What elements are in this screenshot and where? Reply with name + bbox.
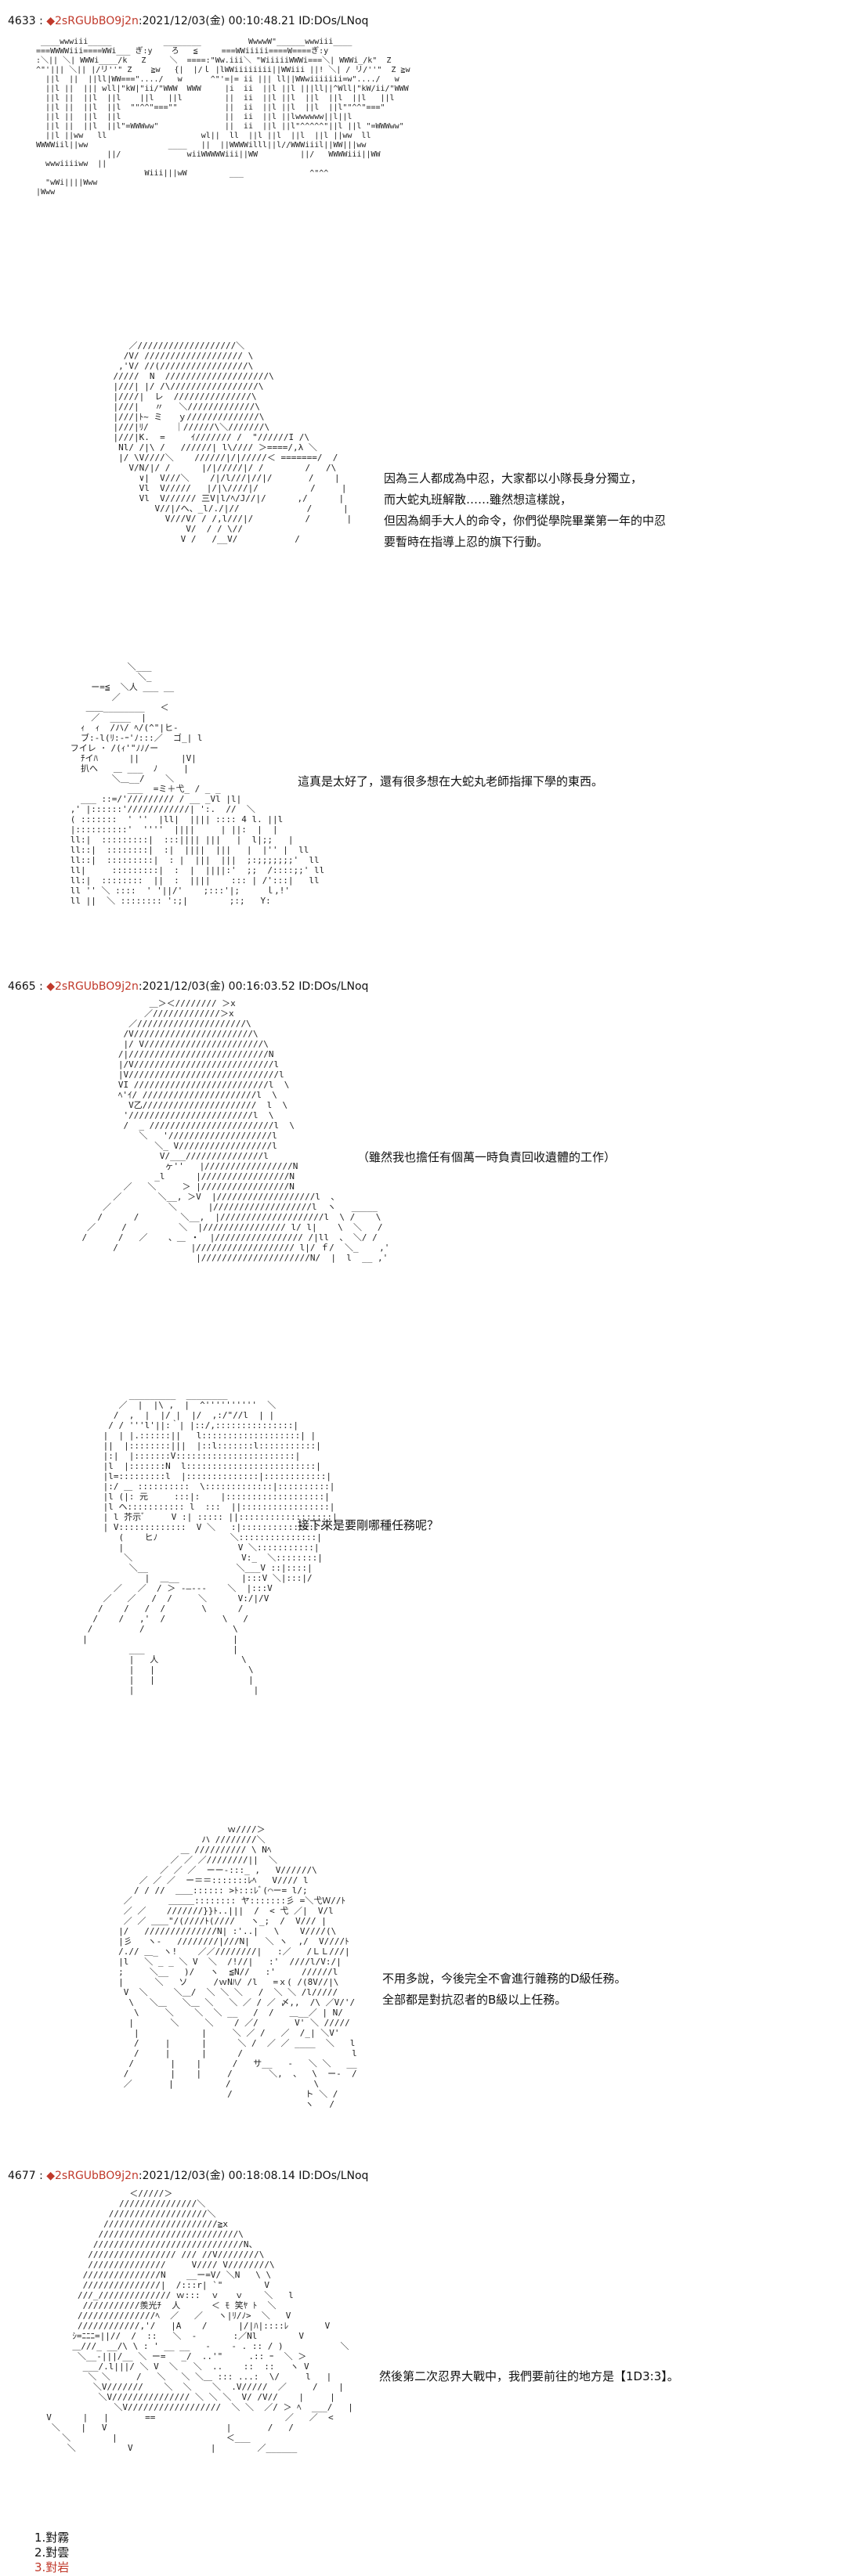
post-trip[interactable]: ◆2sRGUbBO9j2n bbox=[46, 980, 139, 993]
post-number: 4677 : bbox=[8, 2170, 43, 2182]
ascii-art-character-2: ＼___ ＼_ ー=≦ ＼人 ___ __ ／ ＿＿________ ＜ ／ _… bbox=[70, 662, 325, 906]
choice-list: 1.對霧 2.對雲 3.對岩 bbox=[34, 2531, 69, 2575]
post-trip[interactable]: ◆2sRGUbBO9j2n bbox=[46, 2170, 139, 2182]
ascii-art-character-6: ＜/////＞ ///////////////＼ ///////////////… bbox=[46, 2188, 353, 2453]
post-header-3: 4677 : ◆2sRGUbBO9j2n:2021/12/03(金) 00:18… bbox=[8, 2167, 368, 2183]
dialog-1: 因為三人都成為中忍，大家都以小隊長身分獨立， 而大蛇丸班解散……雖然想這樣說， … bbox=[384, 471, 667, 549]
post-meta: :2021/12/03(金) 00:16:03.52 ID:DOs/LNoq bbox=[138, 980, 369, 993]
dialog-3: （雖然我也擔任有個萬一時負責回收遺體的工作） bbox=[357, 1150, 616, 1164]
post-header-1: 4633 : ◆2sRGUbBO9j2n:2021/12/03(金) 00:10… bbox=[8, 13, 368, 28]
ascii-art-character-3: ＿＞＜//////// ＞x ／/////////////＞x ／///////… bbox=[81, 998, 390, 1263]
ascii-art-title-logo: ____wwwiii_____ ________ WwwwW"______www… bbox=[36, 38, 410, 197]
ascii-art-character-5: ｗ////＞ ハ ////////＼ ＿ ////////// \ Nﾍ ／ ／… bbox=[118, 1824, 357, 2109]
ascii-art-character-1: ／///////////////////＼ /V/ //////////////… bbox=[113, 341, 352, 544]
dialog-4: 接下來是要剛哪種任務呢？ bbox=[298, 1518, 439, 1532]
dialog-5: 不用多說，今後完全不會進行雜務的D級任務。 全部都是對抗忍者的B級以上任務。 bbox=[382, 1972, 627, 2007]
post-trip[interactable]: ◆2sRGUbBO9j2n bbox=[46, 15, 139, 27]
post-meta: :2021/12/03(金) 00:18:08.14 ID:DOs/LNoq bbox=[138, 2170, 369, 2182]
post-number: 4633 : bbox=[8, 15, 43, 27]
post-number: 4665 : bbox=[8, 980, 43, 993]
choice-item-3-selected: 3.對岩 bbox=[34, 2560, 70, 2574]
dialog-2: 這真是太好了，還有很多想在大蛇丸老師指揮下學的東西。 bbox=[298, 774, 604, 788]
ascii-art-character-4: _________ ________ ／ | |\ , | ^'''''''''… bbox=[82, 1390, 338, 1695]
post-header-2: 4665 : ◆2sRGUbBO9j2n:2021/12/03(金) 00:16… bbox=[8, 978, 368, 994]
choice-item-1: 1.對霧 bbox=[34, 2531, 70, 2545]
dialog-6: 然後第二次忍界大戰中，我們要前往的地方是【1D3:3】。 bbox=[379, 2369, 679, 2383]
post-meta: :2021/12/03(金) 00:10:48.21 ID:DOs/LNoq bbox=[138, 15, 369, 27]
choice-item-2: 2.對雲 bbox=[34, 2545, 70, 2560]
